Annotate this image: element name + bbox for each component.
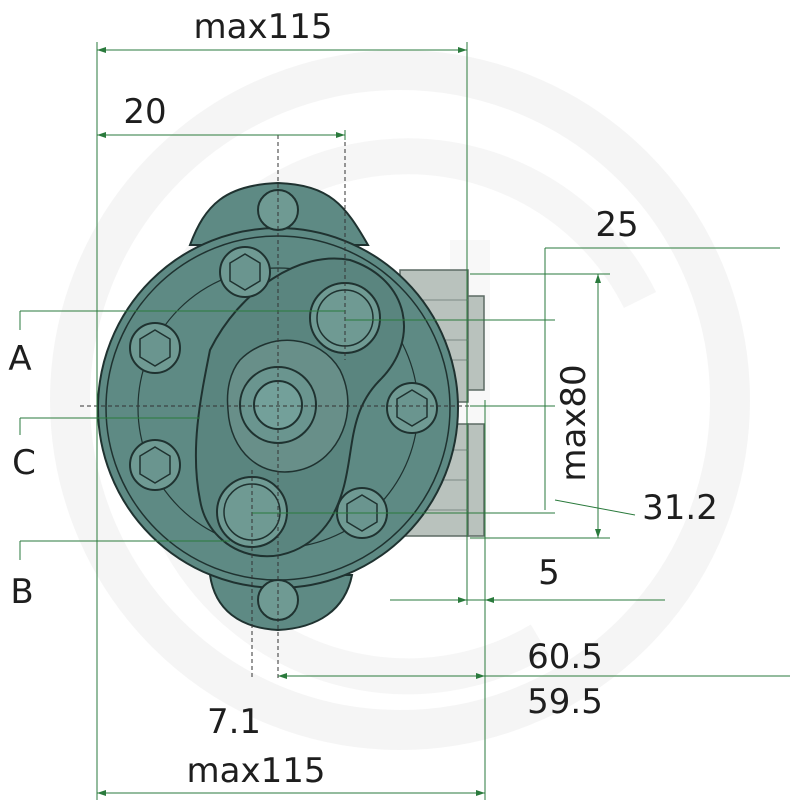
- dim-height-80: max80: [554, 364, 594, 481]
- dimension-lines: [19, 42, 790, 800]
- bolt-left-lower: [129, 439, 181, 491]
- bolt-right: [386, 382, 438, 434]
- dim-bottom-width: max115: [187, 751, 326, 791]
- dim-offset-20: 20: [123, 92, 166, 132]
- bolt-left-upper: [129, 322, 181, 374]
- dim-top-width: max115: [194, 7, 333, 47]
- dim-gap-5: 5: [538, 553, 560, 593]
- port-b-label: B: [10, 572, 33, 612]
- port-c-label: C: [12, 443, 36, 483]
- dim-port-31-2: 31.2: [642, 488, 718, 528]
- dim-offset-7-1: 7.1: [207, 702, 261, 742]
- port-a-label: A: [8, 339, 31, 379]
- bolt-top-boss: [257, 189, 299, 231]
- dim-depth-59-5: 59.5: [527, 682, 603, 722]
- center-lines: [80, 135, 470, 680]
- dim-port-25: 25: [595, 205, 638, 245]
- bolt-top-left: [219, 246, 271, 298]
- dim-depth-60-5: 60.5: [527, 637, 603, 677]
